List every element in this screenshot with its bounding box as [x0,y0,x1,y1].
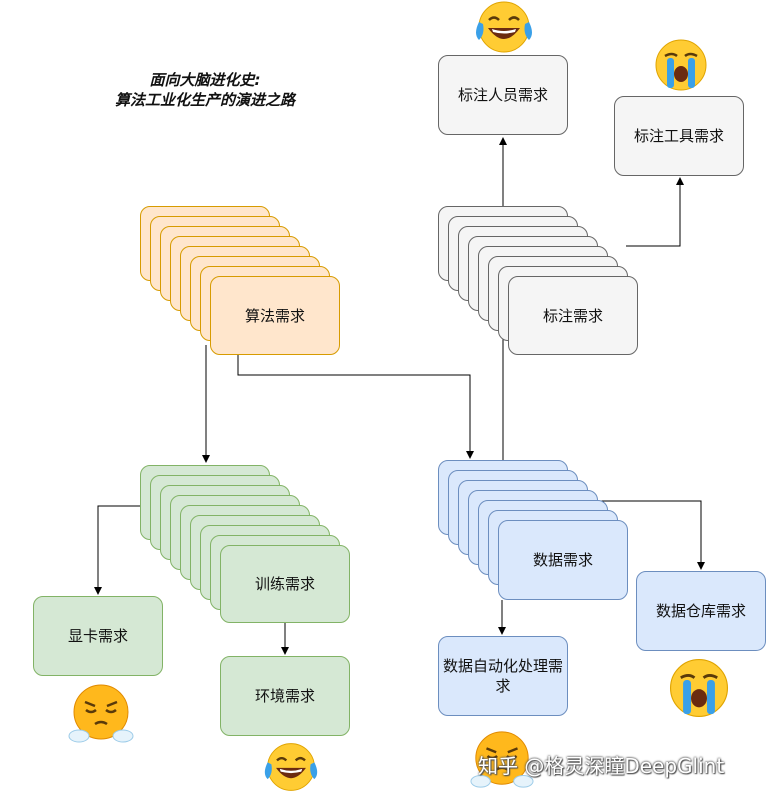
tears-of-joy-emoji [264,743,318,791]
training-label: 训练需求 [254,575,315,593]
tears-of-joy-emoji [476,1,532,53]
gpu-node[interactable]: 显卡需求 [33,596,163,676]
crying-emoji [655,39,707,91]
algorithm-node[interactable]: 算法需求 [210,276,340,355]
arrow-algorithm-to-data [237,355,474,459]
data-node[interactable]: 数据需求 [498,520,628,600]
data-automation-label: 数据自动化处理需求 [443,657,564,695]
diagram-title-line2: 算法工业化生产的演进之路 [114,91,295,109]
arrow-annotation-to-tool [626,177,684,247]
data-label: 数据需求 [532,551,593,569]
data-automation-node[interactable]: 数据自动化处理需求 [438,636,568,716]
data-warehouse-label: 数据仓库需求 [655,602,746,620]
watermark: 知乎 @格灵深瞳DeepGlint [478,754,725,778]
steaming-face-emoji [68,684,134,743]
steaming-face-emoji [470,731,534,788]
annotation-node[interactable]: 标注需求 [508,276,638,355]
diagram-title: 面向大脑进化史: 算法工业化生产的演进之路 [80,70,330,110]
annotation-tool-label: 标注工具需求 [633,127,724,145]
environment-label: 环境需求 [254,687,315,705]
environment-node[interactable]: 环境需求 [220,656,350,736]
annotator-node[interactable]: 标注人员需求 [438,55,568,135]
algorithm-label: 算法需求 [244,306,305,325]
arrow-training-to-gpu [94,505,142,595]
diagram-title-line1: 面向大脑进化史: [149,71,261,89]
gpu-label: 显卡需求 [67,627,128,645]
data-warehouse-node[interactable]: 数据仓库需求 [636,571,766,651]
arrow-data-to-warehouse [568,500,705,570]
annotator-label: 标注人员需求 [457,86,548,104]
crying-emoji [669,658,729,718]
annotation-tool-node[interactable]: 标注工具需求 [614,96,744,176]
training-node[interactable]: 训练需求 [220,545,350,623]
annotation-label: 标注需求 [542,306,603,325]
